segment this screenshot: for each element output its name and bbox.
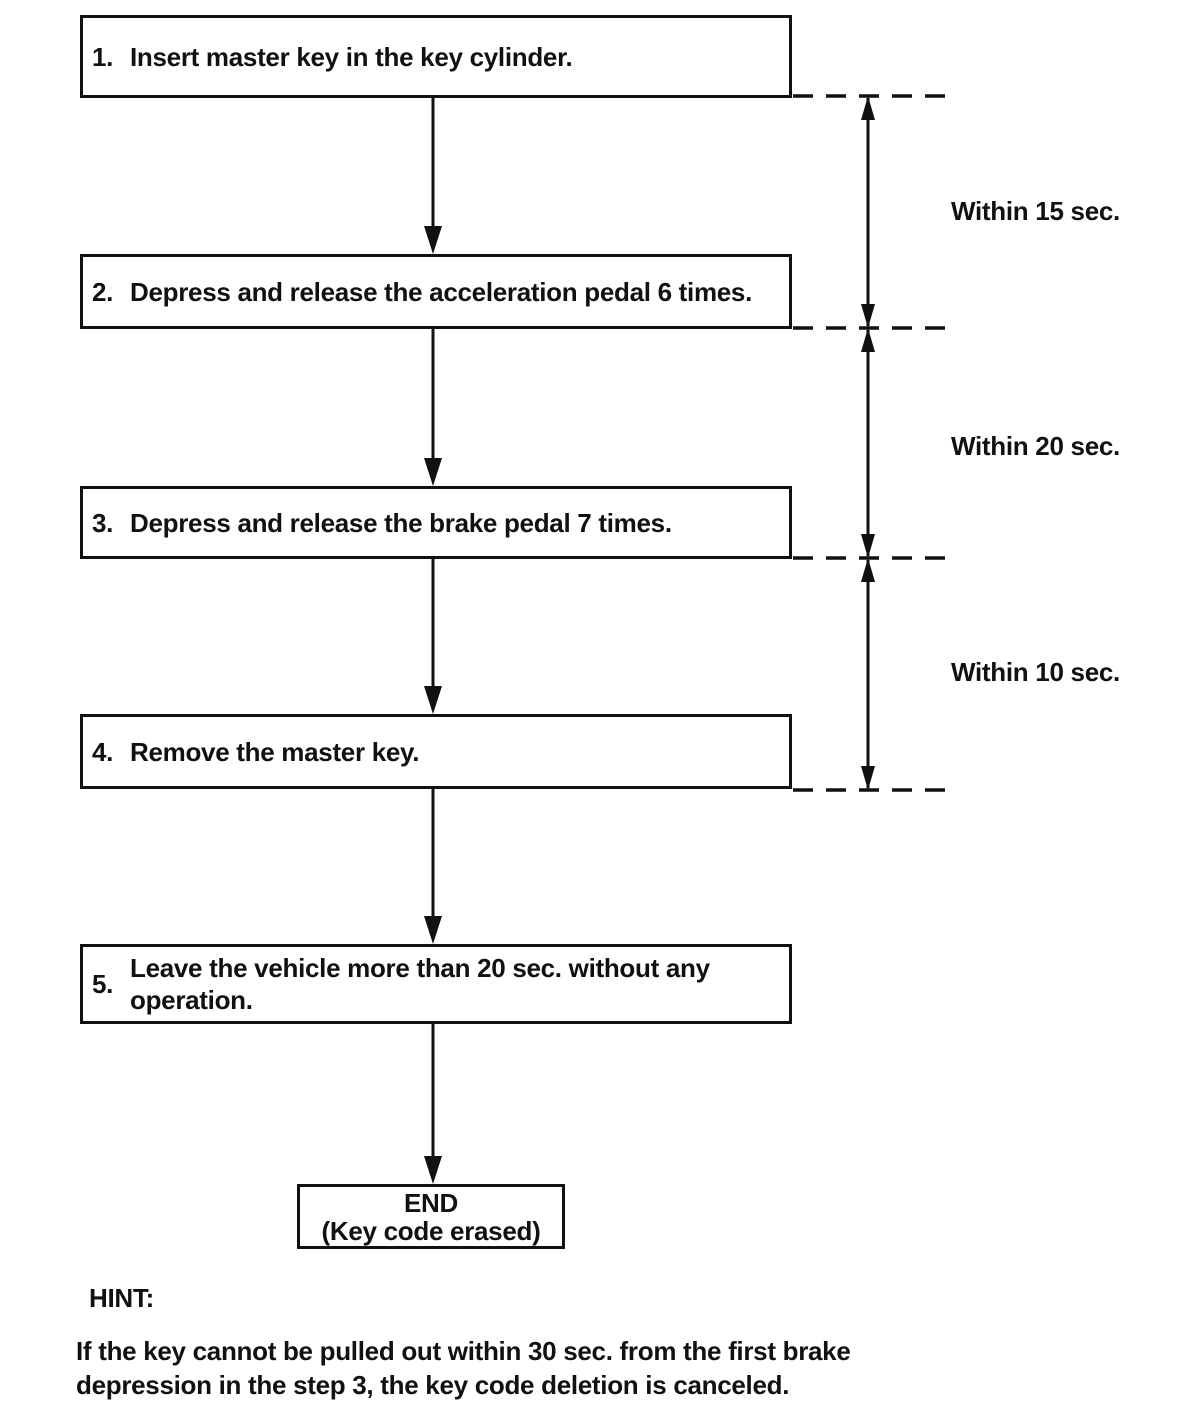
flow-arrow-3 — [424, 559, 442, 714]
end-title: END — [404, 1187, 458, 1218]
timing-label-15sec: Within 15 sec. — [951, 196, 1120, 226]
flow-arrow-1 — [424, 98, 442, 254]
step-1-box: 1. Insert master key in the key cylinder… — [80, 15, 792, 98]
dimension-arrow-20sec — [861, 328, 875, 558]
step-5-text: Leave the vehicle more than 20 sec. with… — [130, 953, 710, 1015]
dimension-arrow-15sec — [861, 96, 875, 328]
step-3-text: Depress and release the brake pedal 7 ti… — [130, 507, 672, 538]
hint-line-2: depression in the step 3, the key code d… — [76, 1370, 790, 1400]
flow-arrow-4 — [424, 789, 442, 944]
step-2-box: 2. Depress and release the acceleration … — [80, 254, 792, 329]
end-subtitle: (Key code erased) — [321, 1215, 541, 1246]
step-2-number: 2. — [92, 276, 114, 307]
hint-line-1: If the key cannot be pulled out within 3… — [76, 1336, 851, 1366]
step-3-number: 3. — [92, 507, 114, 538]
hint-title: HINT: — [89, 1283, 154, 1313]
step-1-number: 1. — [92, 41, 114, 72]
flow-arrow-2 — [424, 329, 442, 486]
flow-arrow-5 — [424, 1024, 442, 1184]
step-2-text: Depress and release the acceleration ped… — [130, 276, 753, 307]
step-4-number: 4. — [92, 736, 114, 767]
dimension-arrow-10sec — [861, 558, 875, 790]
step-1-text: Insert master key in the key cylinder. — [130, 41, 573, 72]
timing-label-10sec: Within 10 sec. — [951, 657, 1120, 687]
end-box: END (Key code erased) — [297, 1184, 565, 1249]
step-5-box: 5. Leave the vehicle more than 20 sec. w… — [80, 944, 792, 1024]
step-4-box: 4. Remove the master key. — [80, 714, 792, 789]
timing-label-20sec: Within 20 sec. — [951, 431, 1120, 461]
step-5-number: 5. — [92, 969, 114, 999]
hint-body: If the key cannot be pulled out within 3… — [76, 1334, 936, 1402]
step-3-box: 3. Depress and release the brake pedal 7… — [80, 486, 792, 559]
step-4-text: Remove the master key. — [130, 736, 420, 767]
